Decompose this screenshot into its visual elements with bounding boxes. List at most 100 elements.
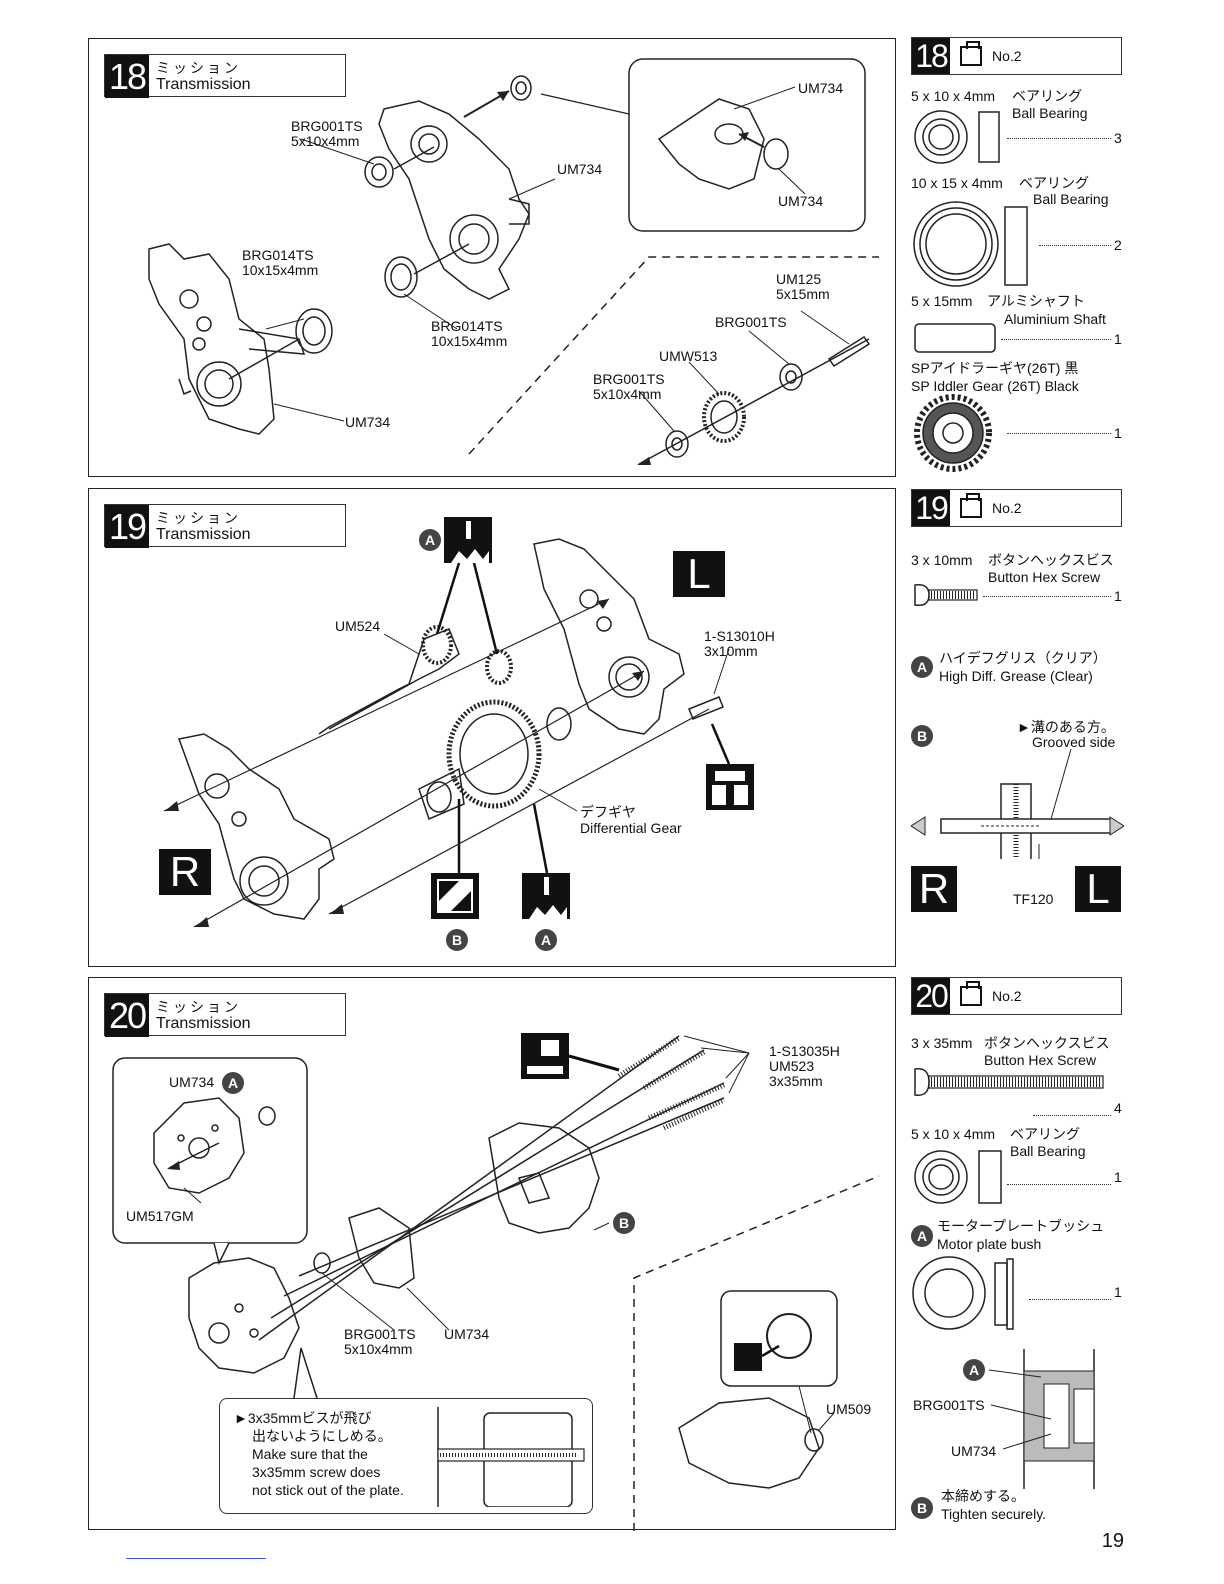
step-18-panel: 18 ミッション Transmission — [88, 38, 896, 477]
parts-list-18: 18 No.2 5 x 10 x 4mm ベアリング Ball Bearing … — [911, 37, 1124, 477]
parts-step-number: 19 — [912, 490, 950, 526]
part-name-jp: アルミシャフト — [987, 293, 1085, 309]
grease-name-jp: ハイデフグリス（クリア） — [939, 650, 1107, 666]
part-qty: 1 — [1114, 425, 1122, 441]
bag-label: No.2 — [992, 988, 1022, 1004]
bearing-5x10-icon — [914, 110, 1000, 164]
label-um734: UM734 — [444, 1326, 490, 1342]
part-name-en: Ball Bearing — [1010, 1143, 1086, 1159]
bush-name-jp: モータープレートブッシュ — [937, 1218, 1105, 1234]
section-leaders — [988, 1369, 1052, 1450]
diff-section-diagram — [911, 749, 1124, 859]
badge-b-diff: B — [613, 1212, 635, 1234]
step-title-en: Transmission — [156, 1015, 251, 1032]
part-name-jp: ボタンヘックスビス — [984, 1035, 1110, 1051]
step-number: 19 — [105, 505, 149, 548]
label-brg001ts-b: BRG001TS — [715, 314, 787, 330]
page-number: 19 — [1101, 1530, 1124, 1552]
bag-icon — [960, 493, 982, 518]
parts-list-19: 19 No.2 3 x 10mm ボタンヘックスビス Button Hex Sc… — [911, 489, 1124, 929]
tighten-en: Tighten securely. — [941, 1506, 1047, 1522]
side-l-badge: L — [673, 551, 725, 597]
side-r-badge: R — [159, 849, 211, 895]
part-name-en: Ball Bearing — [1033, 191, 1109, 207]
parts-list-20: 20 No.2 3 x 35mm ボタンヘックスビス Button Hex Sc… — [911, 977, 1124, 1522]
part-qty: 3 — [1114, 130, 1122, 146]
parts-step-number: 18 — [912, 38, 950, 74]
label-diff-en: Differential Gear — [580, 820, 682, 836]
part-name-en: SP Iddler Gear (26T) Black — [911, 378, 1079, 394]
step-number: 20 — [105, 994, 149, 1037]
step-title-jp: ミッション — [156, 510, 241, 526]
bag-icon — [960, 981, 982, 1006]
parts-list-header: 19 No.2 — [911, 489, 1122, 527]
qty-leader — [1033, 1115, 1111, 1116]
bush-badge: A — [911, 1225, 933, 1247]
label-um734-b: UM734 — [345, 414, 391, 430]
step-19-header: 19 ミッション Transmission — [104, 504, 346, 548]
groove-en: Grooved side — [1032, 734, 1116, 750]
parts-step-number: 20 — [912, 978, 950, 1014]
qty-leader — [1029, 1299, 1111, 1300]
part-qty: 1 — [1114, 588, 1122, 604]
step-number: 18 — [105, 55, 149, 98]
part-qty: 2 — [1114, 237, 1122, 253]
step-19-panel: 19 ミッション Transmission — [88, 488, 896, 967]
label-um517gm: UM517GM — [126, 1208, 194, 1224]
motor-plate-bush-icon — [912, 1256, 1014, 1330]
part-size: 3 x 35mm — [911, 1035, 973, 1051]
section-badge-a: A — [963, 1359, 985, 1381]
bag-label: No.2 — [992, 48, 1022, 64]
footer-underline — [126, 1558, 266, 1559]
qty-leader — [1007, 1184, 1111, 1185]
label-um524: UM524 — [335, 618, 381, 634]
part-size: 5 x 15mm — [911, 293, 973, 309]
tighten-badge: B — [911, 1497, 933, 1519]
side-l-badge: L — [1075, 866, 1121, 912]
label-um509: UM509 — [826, 1401, 872, 1417]
bearing-5x10-icon — [914, 1150, 1002, 1204]
parts-list-header: 20 No.2 — [911, 977, 1122, 1015]
part-name-jp: ベアリング — [1012, 88, 1082, 104]
parts-list-header: 18 No.2 — [911, 37, 1122, 75]
bag-icon — [960, 41, 982, 66]
tighten-jp: 本締めする。 — [941, 1488, 1025, 1504]
screw-plate-diagram — [437, 1407, 585, 1507]
part-size: 10 x 15 x 4mm — [911, 175, 1003, 191]
step-title-en: Transmission — [156, 76, 251, 93]
section-brg001ts: BRG001TS — [913, 1397, 985, 1413]
part-name-en: Ball Bearing — [1012, 105, 1088, 121]
step-18-illustration — [148, 58, 879, 465]
qty-leader — [983, 596, 1111, 597]
label-umw513: UMW513 — [659, 348, 718, 364]
badge-a-motor: A — [222, 1072, 244, 1094]
step-20-panel: 20 ミッション Transmission — [88, 977, 896, 1531]
note-text: ►3x35mmビスが飛び 出ないようにしめる。 Make sure that t… — [234, 1410, 404, 1498]
part-name-jp: ボタンヘックスビス — [988, 552, 1114, 568]
grease-name-en: High Diff. Grease (Clear) — [939, 668, 1093, 684]
step-title-jp: ミッション — [156, 60, 241, 76]
idler-gear-icon — [914, 394, 992, 472]
part-name-en: Button Hex Screw — [984, 1052, 1097, 1068]
part-qty: 1 — [1114, 1284, 1122, 1300]
label-um734-d: UM734 — [778, 193, 824, 209]
label-diff-jp: デフギヤ — [580, 804, 636, 820]
part-name-en: Aluminium Shaft — [1004, 311, 1106, 327]
part-size: 5 x 10 x 4mm — [911, 1126, 996, 1142]
button-hex-screw-35-icon — [914, 1068, 1104, 1096]
aluminium-shaft-icon — [914, 323, 996, 353]
part-size: 5 x 10 x 4mm — [911, 88, 996, 104]
part-name-jp: SPアイドラーギヤ(26T) 黒 — [911, 360, 1079, 376]
button-hex-screw-10-icon — [914, 583, 978, 607]
label-um734-a: UM734 — [557, 161, 603, 177]
part-qty: 4 — [1114, 1100, 1122, 1116]
part-name-jp: ベアリング — [1010, 1126, 1080, 1142]
